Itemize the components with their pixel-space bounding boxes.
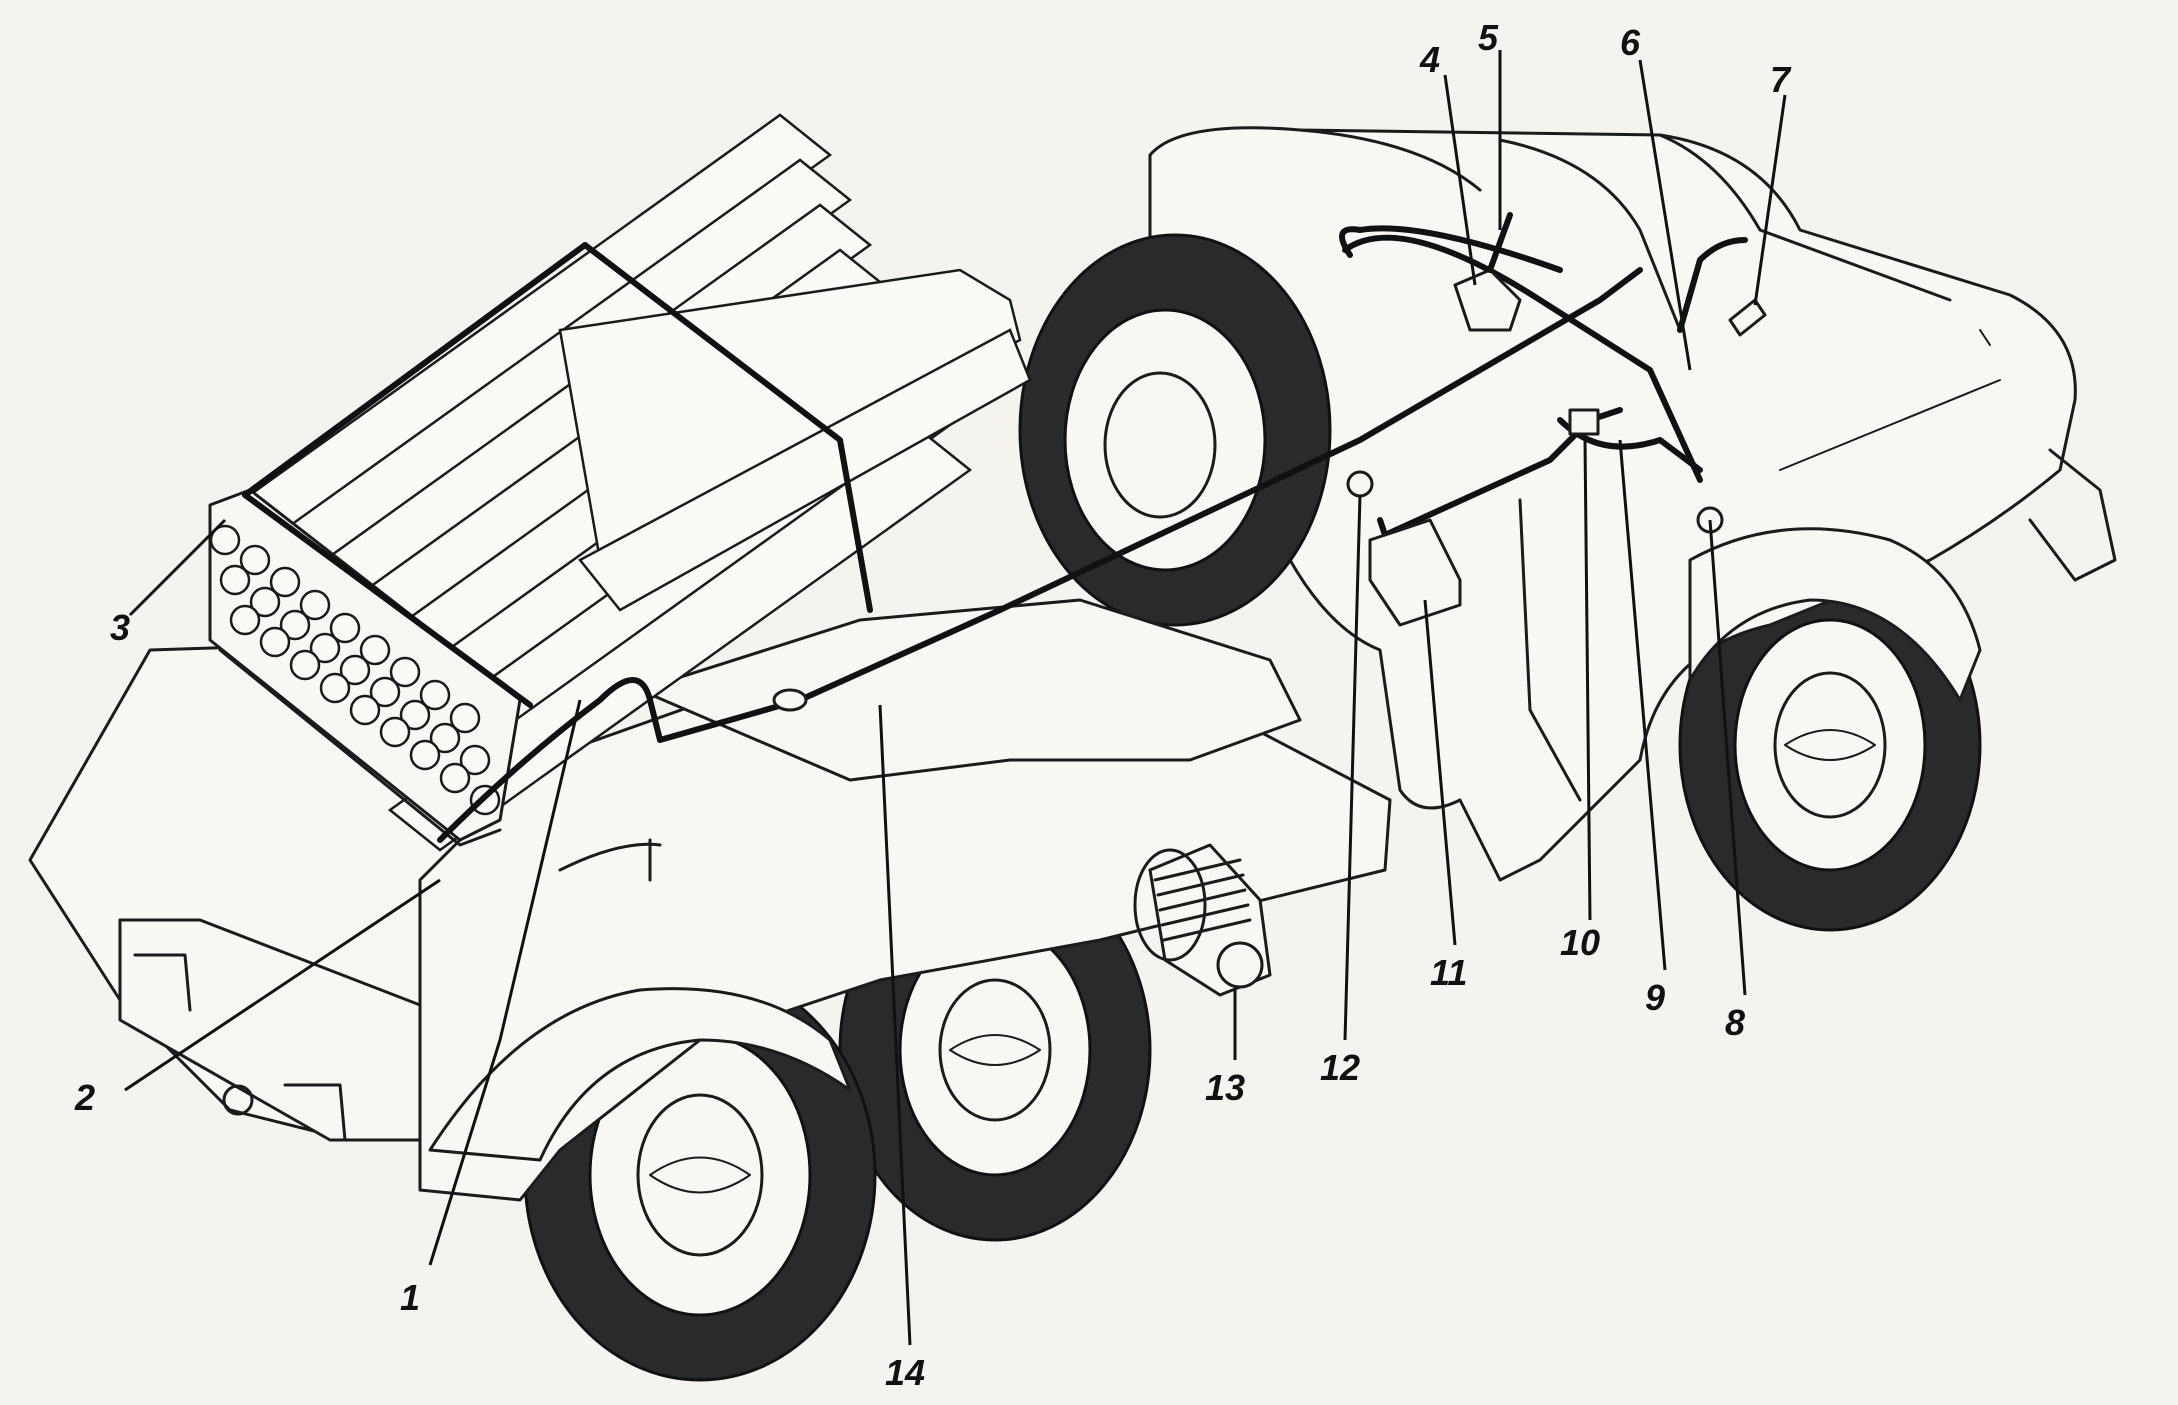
winch	[1133, 843, 1272, 997]
callout-8: 8	[1725, 1002, 1745, 1043]
tube-muzzles	[209, 524, 501, 816]
launch-tubes	[247, 113, 1032, 852]
leader-lines	[124, 50, 1787, 1346]
callout-11: 11	[1430, 952, 1467, 993]
callout-6: 6	[1620, 22, 1641, 63]
callout-12: 12	[1320, 1047, 1360, 1088]
callout-10: 10	[1560, 922, 1600, 963]
rocket-launcher	[208, 113, 1032, 852]
callout-14: 14	[885, 1352, 925, 1393]
front-wheel	[1678, 558, 1982, 932]
callout-labels: 1 2 3 4 5 6 7 8 9 10 11 12 13 14	[74, 17, 1792, 1393]
callout-1: 1	[400, 1277, 420, 1318]
spare-wheel	[1018, 233, 1332, 627]
callout-13: 13	[1205, 1067, 1245, 1108]
cab-and-hood	[1148, 126, 2117, 882]
callout-9: 9	[1645, 977, 1665, 1018]
callout-2: 2	[74, 1077, 95, 1118]
callout-5: 5	[1478, 17, 1499, 58]
callout-7: 7	[1770, 59, 1792, 100]
callout-4: 4	[1419, 39, 1440, 80]
cable-harness	[437, 212, 1767, 843]
callout-3: 3	[110, 607, 130, 648]
